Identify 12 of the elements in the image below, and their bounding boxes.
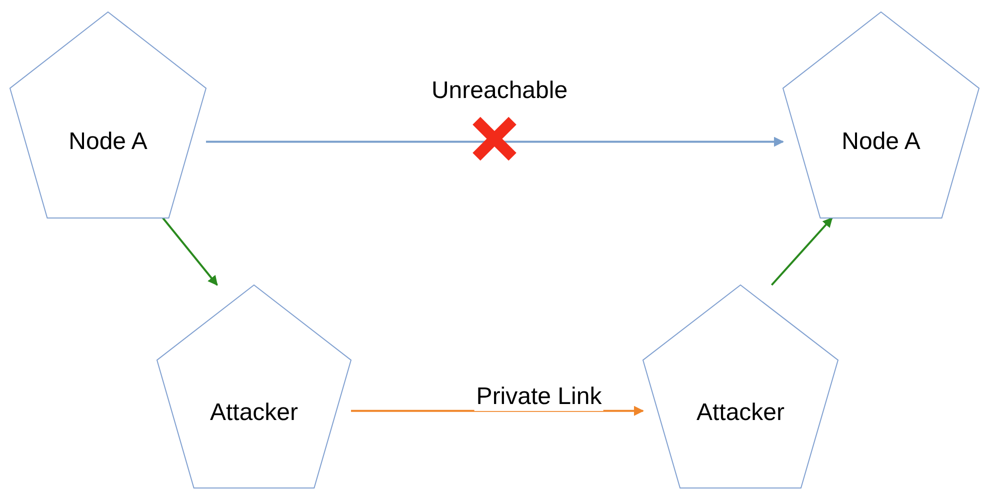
pentagon-node — [783, 12, 979, 218]
arrow — [162, 217, 218, 286]
pentagon-node — [643, 285, 838, 488]
node-label: Node A — [68, 128, 148, 156]
pentagon-node — [157, 285, 351, 488]
node-label: Node A — [842, 128, 920, 156]
node-label: Attacker — [696, 398, 785, 427]
arrow — [206, 136, 784, 147]
arrow — [770, 217, 833, 286]
node-label: Attacker — [210, 398, 298, 427]
arrow — [351, 406, 644, 416]
pentagon-node — [10, 12, 206, 218]
